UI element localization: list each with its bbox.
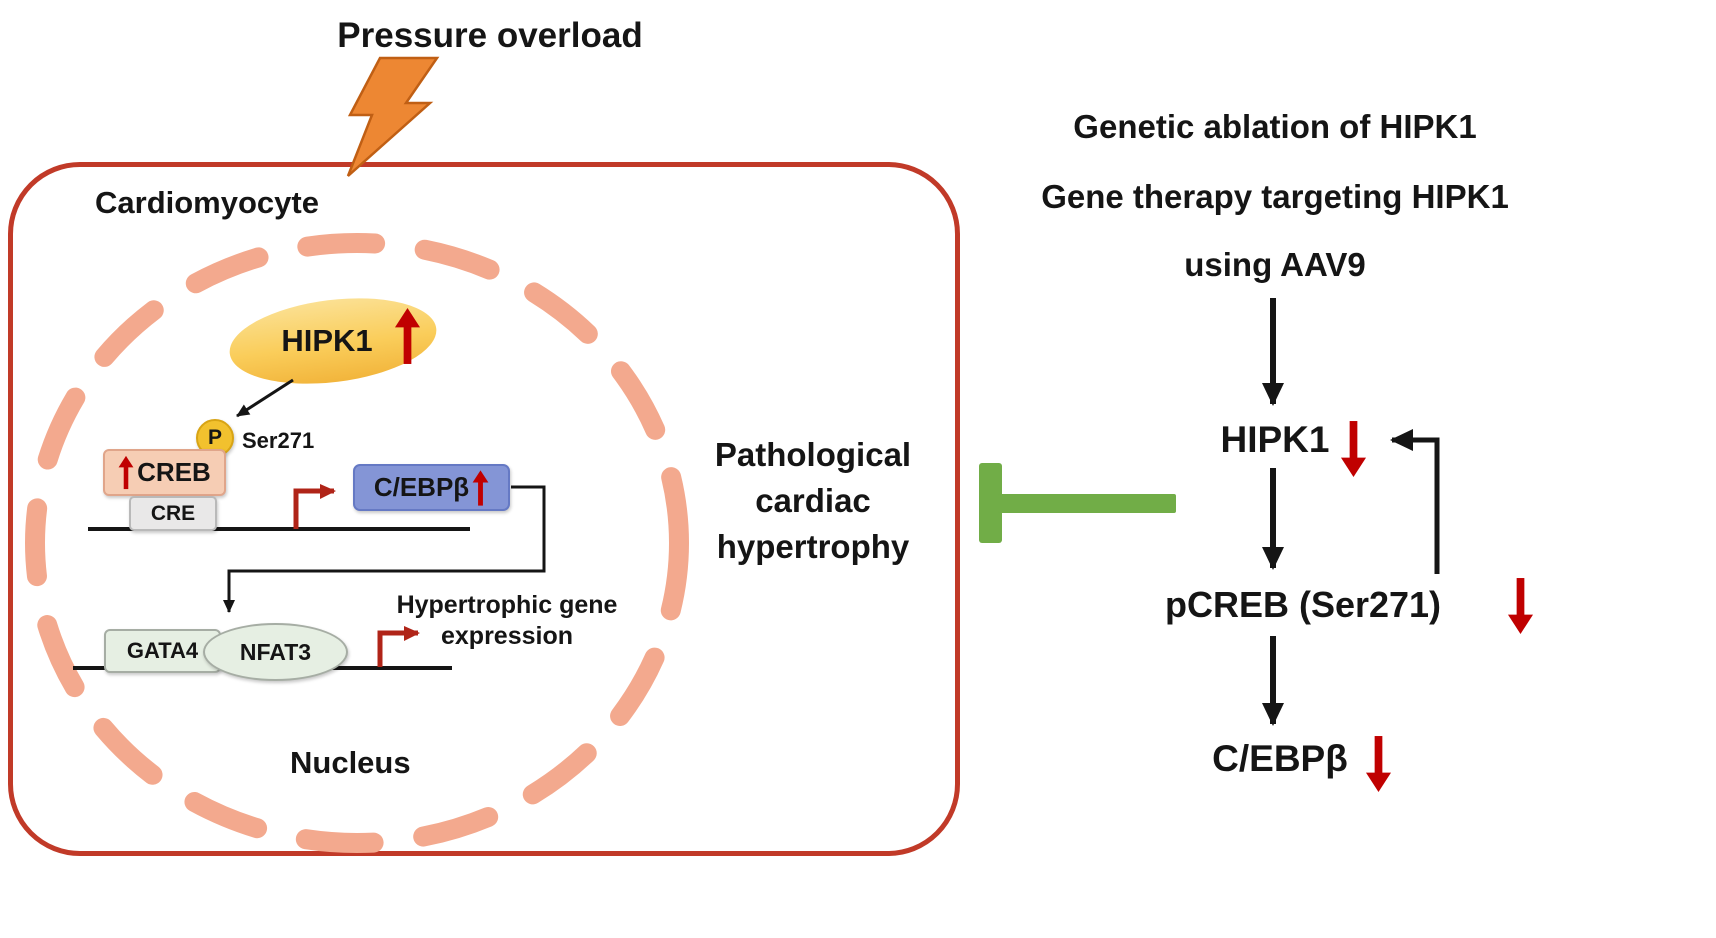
cre-box: CRE [129, 496, 217, 531]
node-hipk1: HIPK1 [1220, 419, 1330, 460]
creb-label: CREB [137, 457, 211, 487]
pressure-overload-title: Pressure overload [337, 16, 643, 55]
cebpb-up-arrow-icon [472, 469, 489, 506]
cebpb-box: C/EBPβ [353, 464, 510, 511]
inhibition-tbar [979, 463, 1176, 543]
phospho-label: P [207, 426, 222, 449]
nfat3-label: NFAT3 [239, 638, 312, 665]
heading-genetic-ablation: Genetic ablation of HIPK1 [1073, 108, 1477, 145]
nucleus-label: Nucleus [290, 745, 411, 780]
pathological-hypertrophy-label: Pathological cardiac hypertrophy [714, 436, 912, 566]
node-pcreb: pCREB (Ser271) [1164, 584, 1442, 625]
node-cebpb: C/EBPβ [1212, 738, 1348, 779]
feedback-arrow [1390, 429, 1440, 574]
cre-label: CRE [150, 501, 196, 525]
hipk1-up-arrow-icon [394, 308, 421, 364]
cebpb-label: C/EBPβ [373, 472, 470, 502]
heading-aav9: using AAV9 [1184, 246, 1366, 283]
hipk1-down-arrow-icon [1340, 421, 1367, 477]
nfat3-ellipse: NFAT3 [203, 623, 348, 681]
pcreb-down-arrow-icon [1507, 578, 1534, 634]
cardiomyocyte-outline [8, 162, 960, 856]
ser271-label: Ser271 [242, 428, 315, 453]
creb-box: CREB [103, 449, 226, 496]
heading-gene-therapy: Gene therapy targeting HIPK1 [1041, 178, 1509, 215]
creb-up-arrow-icon [118, 455, 134, 490]
hypertrophic-gene-label: Hypertrophic gene expression [396, 591, 618, 651]
gata4-label: GATA4 [126, 638, 199, 663]
hipk1-label: HIPK1 [281, 323, 373, 358]
cebpb-down-arrow-icon [1365, 736, 1392, 792]
cell-label: Cardiomyocyte [95, 185, 319, 220]
lightning-bolt-icon [346, 56, 440, 177]
